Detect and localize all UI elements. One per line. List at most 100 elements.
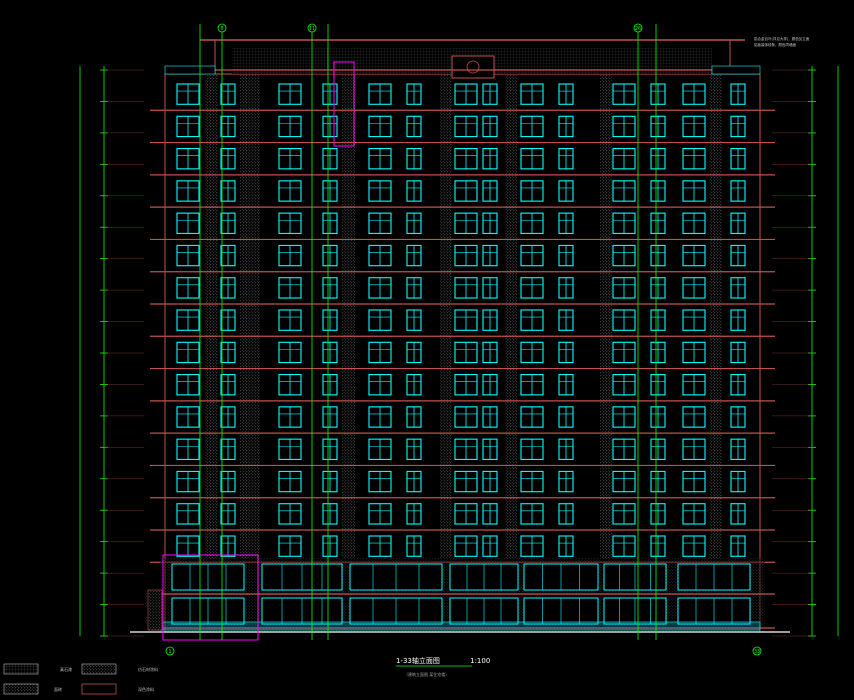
window-f13-c10 [612,503,636,525]
window-f0-c12 [682,83,706,105]
window-f2-c8 [520,148,544,170]
window-f8-c0 [176,341,200,364]
window-f4-c0 [176,212,200,234]
podium-window-f0-4 [523,563,599,591]
window-f13-c6 [454,503,478,525]
window-f2-c11 [650,148,666,170]
legend: 真石漆 仿石材涂料 面砖 深色涂料 [3,663,158,695]
window-f14-c2 [278,535,302,557]
window-f3-c1 [220,180,236,202]
window-f9-c12 [682,374,706,396]
window-f7-c8 [520,309,544,331]
roof-left-rail [164,65,216,75]
window-f3-c8 [520,180,544,202]
window-f3-c5 [406,180,422,202]
window-f5-c7 [482,244,498,267]
window-f10-c8 [520,406,544,428]
window-f4-c9 [558,212,574,234]
facade-pier-2 [342,74,355,558]
window-f3-c3 [322,180,338,202]
window-f3-c10 [612,180,636,202]
window-f2-c5 [406,148,422,170]
window-f2-c9 [558,148,574,170]
window-f1-c7 [482,115,498,138]
svg-text:真石漆: 真石漆 [60,666,72,672]
window-f1-c1 [220,115,236,138]
window-f2-c0 [176,148,200,170]
window-f11-c12 [682,438,706,460]
window-f8-c4 [368,341,392,364]
window-f7-c9 [558,309,574,331]
axis-bubble-top-1: 8 [217,23,227,33]
window-f11-c2 [278,438,302,460]
window-f11-c0 [176,438,200,460]
material-note-line-1: 铝合金百叶(详见大样)，颜色见立面 [754,37,810,41]
window-f12-c0 [176,470,200,493]
podium-window-f1-2 [349,597,443,625]
roof-emblem-circle [466,60,480,74]
drawing-title-scale: 1:100 [470,657,491,665]
window-f11-c6 [454,438,478,460]
window-f14-c4 [368,535,392,557]
window-f6-c3 [322,277,338,299]
window-f12-c1 [220,470,236,493]
window-f0-c3 [322,83,338,105]
window-f1-c8 [520,115,544,138]
drawing-title-name: 1-33轴立面图 [396,657,440,665]
window-f11-c1 [220,438,236,460]
window-f9-c6 [454,374,478,396]
window-f14-c12 [682,535,706,557]
window-f0-c10 [612,83,636,105]
window-f4-c3 [322,212,338,234]
window-f7-c13 [730,309,746,331]
legend-item-1: 真石漆 [3,663,72,675]
window-f12-c13 [730,470,746,493]
window-f11-c10 [612,438,636,460]
window-f2-c2 [278,148,302,170]
window-f10-c11 [650,406,666,428]
window-f7-c4 [368,309,392,331]
window-f12-c9 [558,470,574,493]
window-f9-c11 [650,374,666,396]
window-f11-c7 [482,438,498,460]
window-f6-c12 [682,277,706,299]
window-f5-c2 [278,244,302,267]
window-f6-c0 [176,277,200,299]
window-f3-c4 [368,180,392,202]
window-f14-c8 [520,535,544,557]
window-f2-c13 [730,148,746,170]
window-f4-c13 [730,212,746,234]
window-f1-c5 [406,115,422,138]
window-f4-c2 [278,212,302,234]
window-f5-c4 [368,244,392,267]
window-f13-c1 [220,503,236,525]
window-f14-c9 [558,535,574,557]
window-f13-c13 [730,503,746,525]
facade-pier-4 [505,74,517,558]
window-f1-c10 [612,115,636,138]
building-elevation [130,39,790,641]
window-f10-c3 [322,406,338,428]
facade-pier-6 [710,74,722,558]
podium-window-f0-5 [603,563,667,591]
window-f13-c0 [176,503,200,525]
window-f10-c4 [368,406,392,428]
podium-window-f1-5 [603,597,667,625]
window-f8-c7 [482,341,498,364]
window-f5-c9 [558,244,574,267]
window-f8-c8 [520,341,544,364]
svg-text:深色涂料: 深色涂料 [138,686,154,692]
window-f1-c4 [368,115,392,138]
window-f3-c11 [650,180,666,202]
window-f8-c13 [730,341,746,364]
window-f10-c2 [278,406,302,428]
window-f3-c13 [730,180,746,202]
window-f9-c0 [176,374,200,396]
window-f11-c3 [322,438,338,460]
window-f2-c4 [368,148,392,170]
window-f7-c11 [650,309,666,331]
window-f7-c3 [322,309,338,331]
window-f9-c1 [220,374,236,396]
window-f1-c9 [558,115,574,138]
window-f10-c12 [682,406,706,428]
